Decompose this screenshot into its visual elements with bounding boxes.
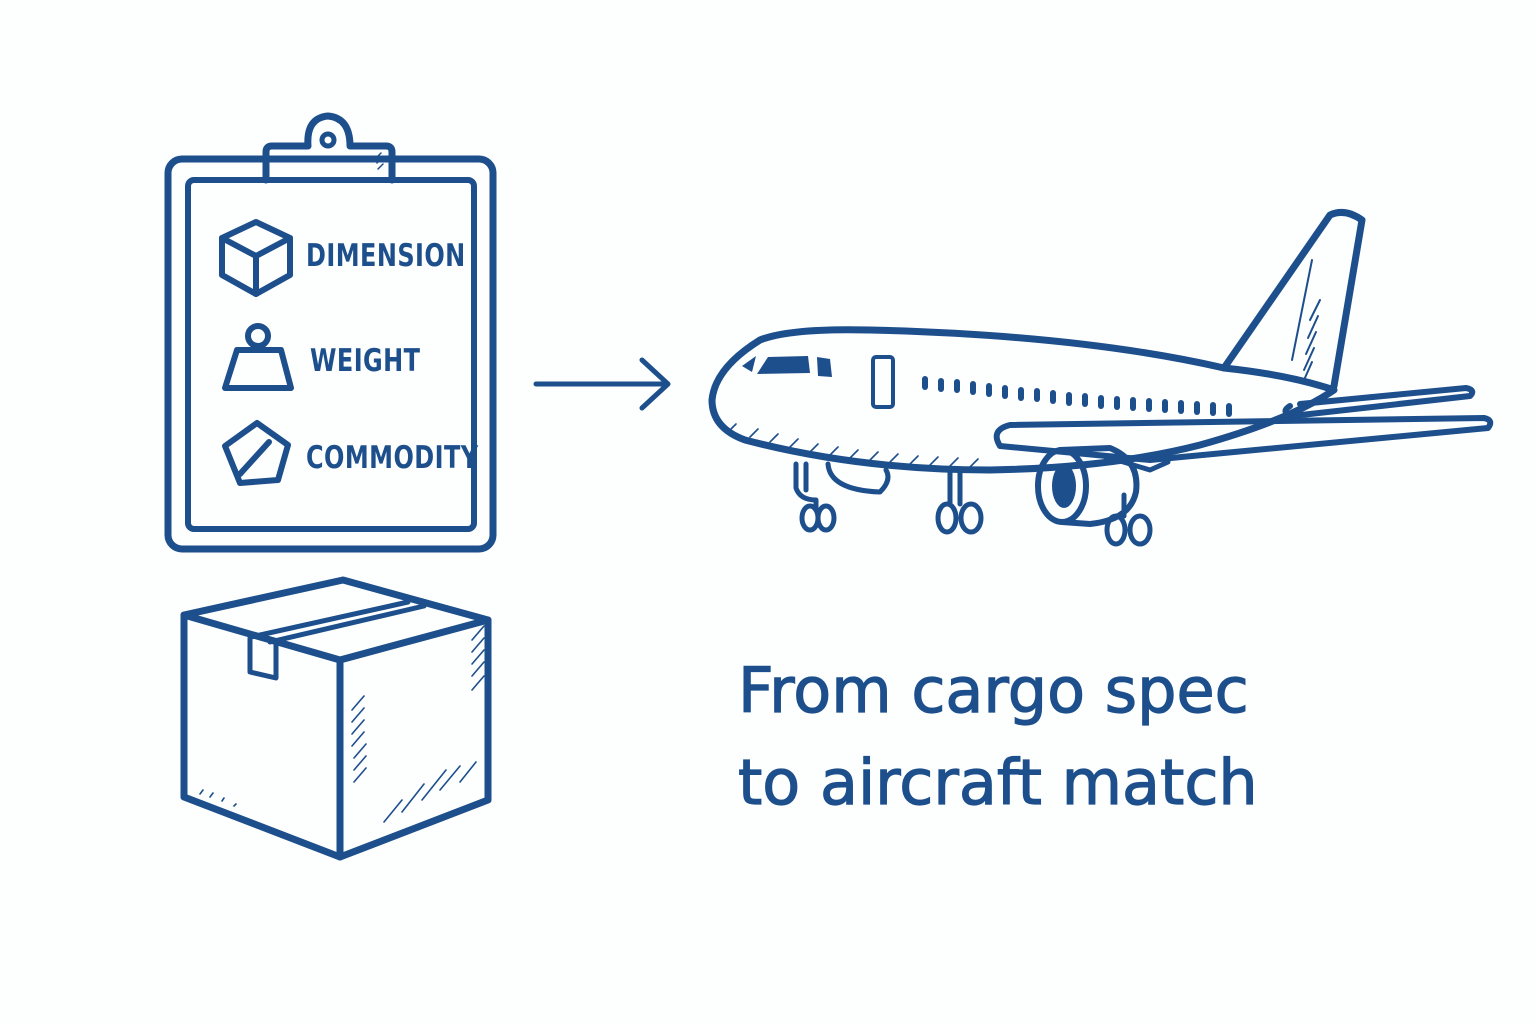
arrow-right-icon bbox=[533, 357, 671, 411]
tag-pentagon-icon bbox=[222, 420, 291, 486]
landing-gear bbox=[793, 461, 1153, 547]
weight-icon bbox=[222, 323, 294, 391]
cube-icon bbox=[219, 219, 293, 297]
dimension-label: DIMENSION bbox=[306, 238, 466, 274]
caption: From cargo spec to aircraft match bbox=[737, 645, 1258, 829]
cardboard-box-icon bbox=[180, 576, 492, 861]
commodity-label: COMMODITY bbox=[306, 440, 479, 476]
clipboard-icon bbox=[164, 112, 497, 553]
caption-line-2: to aircraft match bbox=[737, 745, 1258, 819]
airplane-icon bbox=[708, 208, 1494, 547]
weight-label: WEIGHT bbox=[310, 343, 421, 379]
engine-icon bbox=[1035, 445, 1140, 527]
caption-line-1: From cargo spec bbox=[737, 653, 1249, 727]
